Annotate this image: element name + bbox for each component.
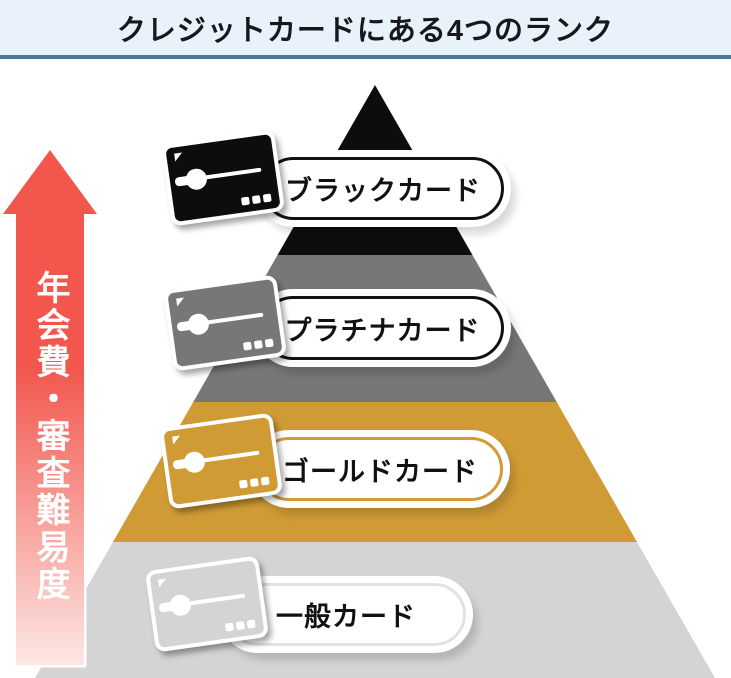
credit-card-icon-standard bbox=[144, 555, 270, 653]
credit-card-icon-gold bbox=[158, 412, 284, 510]
rank-label-pill-black: ブラックカード bbox=[262, 157, 504, 220]
annual-fee-arrow bbox=[0, 147, 100, 668]
rank-label-pill-gold: ゴールドカード bbox=[257, 437, 503, 501]
card-corner-mark-icon bbox=[176, 297, 186, 307]
card-number-dots bbox=[224, 619, 256, 632]
title-underline bbox=[0, 55, 731, 59]
rank-label: ゴールドカード bbox=[282, 456, 478, 487]
credit-card-icon-black bbox=[160, 129, 286, 227]
axis-label: 年会費・審査難易度 bbox=[31, 270, 69, 603]
up-arrow-icon bbox=[0, 147, 100, 668]
credit-card-icon-platinum bbox=[162, 274, 288, 372]
card-corner-mark-icon bbox=[174, 152, 184, 162]
rank-label-pill-standard: 一般カード bbox=[226, 583, 466, 646]
rank-label: プラチナカード bbox=[284, 315, 481, 346]
card-corner-mark-icon bbox=[172, 435, 182, 445]
card-number-dots bbox=[240, 193, 272, 206]
card-corner-mark-icon bbox=[158, 578, 168, 588]
rank-label: 一般カード bbox=[276, 602, 416, 632]
rank-label: ブラックカード bbox=[285, 176, 481, 206]
page-title: クレジットカードにある4つのランク bbox=[116, 14, 615, 47]
title-bar: クレジットカードにある4つのランク bbox=[0, 0, 731, 55]
card-number-dots bbox=[238, 476, 270, 489]
rank-label-pill-platinum: プラチナカード bbox=[261, 296, 504, 360]
card-number-dots bbox=[242, 338, 274, 351]
